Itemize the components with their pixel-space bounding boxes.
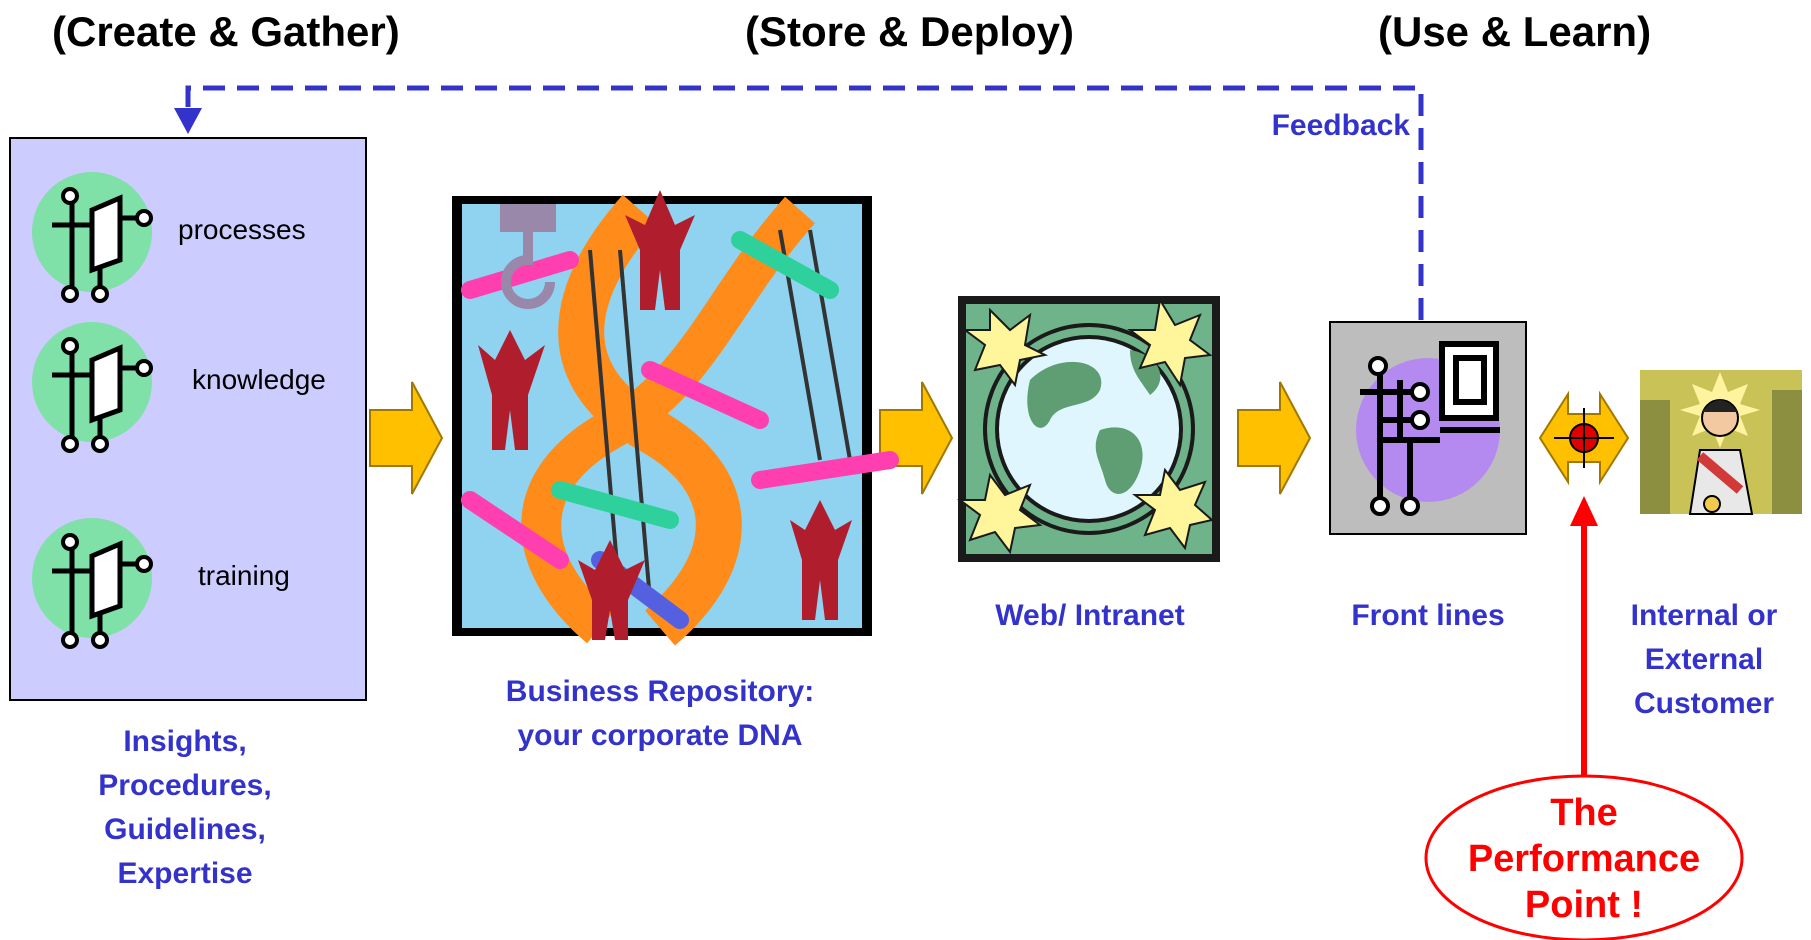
- customer-caption-line-2: External: [1644, 643, 1764, 676]
- item-label-knowledge: knowledge: [192, 364, 326, 395]
- arrow-repository-to-web: [879, 381, 954, 495]
- knowledge-icon: [32, 322, 153, 453]
- item-label-training: training: [198, 560, 290, 591]
- dna-repository-image: [452, 190, 899, 646]
- performance-point-ellipse: [1424, 774, 1744, 940]
- web-caption: Web/ Intranet: [995, 599, 1185, 632]
- left-caption-line-2: Procedures,: [98, 769, 272, 802]
- performance-point-text: The Performance Point !: [1430, 790, 1738, 928]
- item-label-processes: processes: [178, 214, 306, 245]
- customer-caption: Internal or External Customer: [1600, 594, 1808, 726]
- repository-caption-line-2: your corporate DNA: [517, 719, 803, 752]
- customer-caption-line-3: Customer: [1633, 687, 1775, 720]
- double-arrow-target-icon: [1538, 390, 1630, 486]
- left-caption-line-3: Guidelines,: [104, 813, 266, 846]
- left-panel-caption: Insights, Procedures, Guidelines, Expert…: [40, 720, 330, 896]
- left-caption-line-4: Expertise: [117, 857, 253, 890]
- performance-arrow: [1570, 496, 1598, 780]
- performance-line-1: The: [1550, 792, 1618, 834]
- process-icon: [32, 172, 153, 303]
- training-icon: [32, 518, 153, 649]
- arrow-panel-to-repository: [369, 381, 444, 495]
- frontlines-caption: Front lines: [1351, 599, 1505, 632]
- feedback-loop: [174, 85, 1424, 320]
- stage-create-gather: (Create & Gather): [52, 8, 400, 55]
- performance-line-2: Performance: [1467, 838, 1701, 880]
- stage-store-deploy: (Store & Deploy): [745, 8, 1075, 55]
- stage-use-learn: (Use & Learn): [1378, 8, 1652, 55]
- performance-line-3: Point !: [1524, 884, 1644, 926]
- frontline-worker-image: [1329, 321, 1527, 535]
- left-caption-line-1: Insights,: [123, 725, 247, 758]
- customer-image: [1640, 370, 1802, 515]
- arrow-web-to-frontlines: [1237, 381, 1312, 495]
- repository-caption: Business Repository: your corporate DNA: [440, 670, 880, 758]
- feedback-arrowhead: [174, 108, 202, 134]
- globe-network-image: [957, 296, 1220, 562]
- feedback-label: Feedback: [1271, 109, 1410, 142]
- repository-caption-line-1: Business Repository:: [505, 675, 815, 708]
- customer-caption-line-1: Internal or: [1630, 599, 1778, 632]
